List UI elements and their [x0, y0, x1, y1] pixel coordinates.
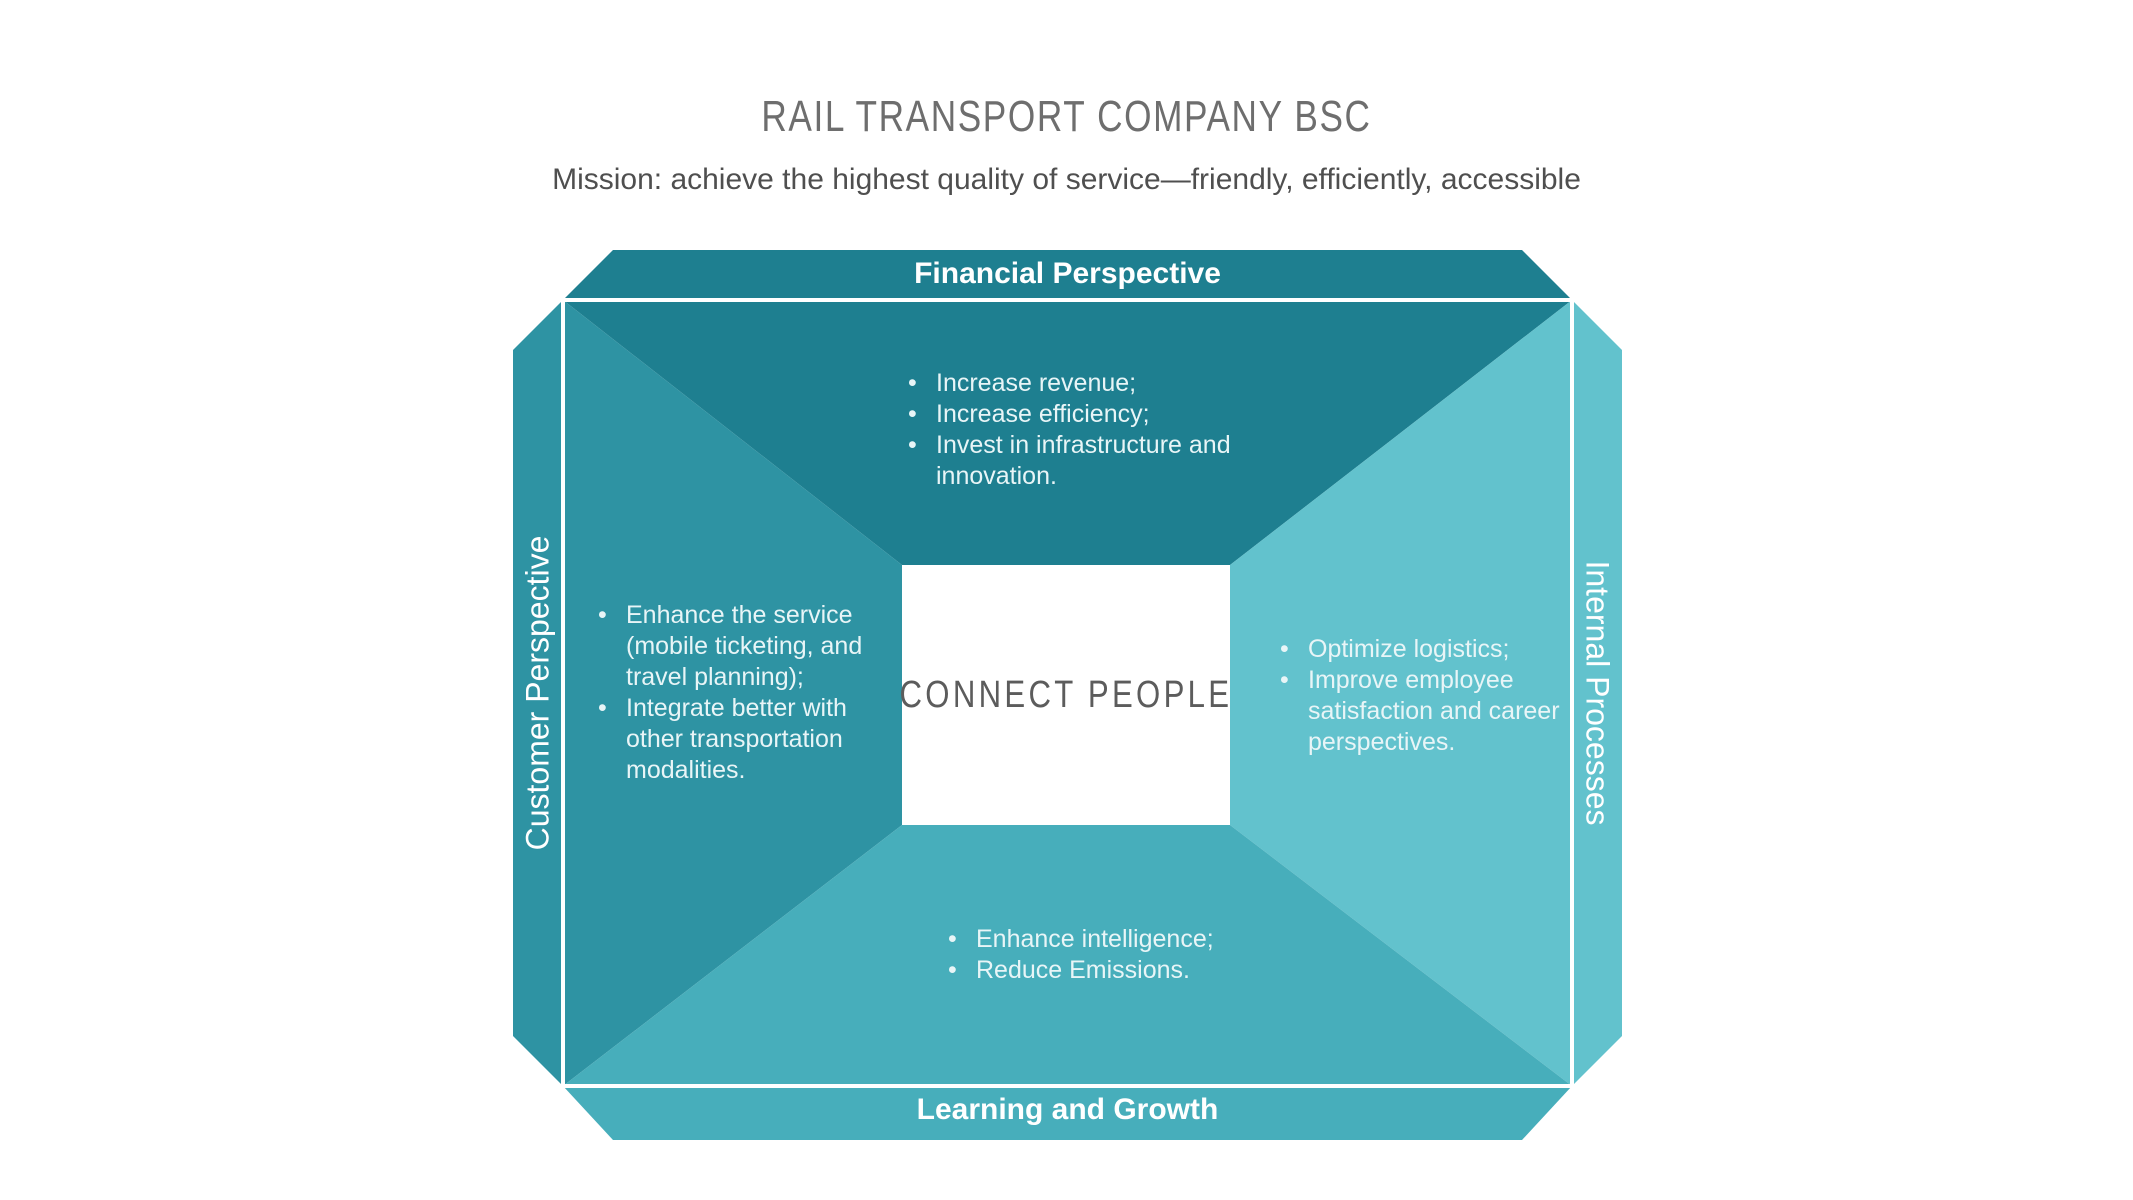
customer-panel-shape	[563, 300, 902, 1086]
bullet-text: Increase revenue;	[936, 369, 1137, 397]
bullet-dot	[908, 368, 936, 399]
internal-panel-shape	[1230, 300, 1572, 1086]
bullet-dot	[1280, 634, 1308, 665]
financial-objectives-list: Increase revenue; Increase efficiency; I…	[908, 368, 1266, 492]
internal-objectives-list: Optimize logistics; Improve employee sat…	[1280, 634, 1578, 758]
bullet-text: Reduce Emissions.	[976, 956, 1190, 984]
list-item: Reduce Emissions.	[948, 955, 1214, 986]
list-item: Integrate better with other transportati…	[598, 693, 876, 786]
customer-objectives-list: Enhance the service (mobile ticketing, a…	[598, 600, 876, 786]
list-item: Increase efficiency;	[908, 399, 1266, 430]
bullet-dot	[948, 924, 976, 955]
financial-panel-shape	[563, 300, 1572, 565]
customer-perspective-label: Customer Perspective	[519, 535, 556, 851]
list-item: Enhance the service (mobile ticketing, a…	[598, 600, 876, 693]
bullet-dot	[1280, 665, 1308, 758]
learning-band-shape	[563, 1086, 1572, 1140]
list-item: Optimize logistics;	[1280, 634, 1578, 665]
bullet-dot	[908, 430, 936, 492]
page-title: RAIL TRANSPORT COMPANY BSC	[761, 92, 1372, 141]
list-item: Increase revenue;	[908, 368, 1266, 399]
bullet-text: Integrate better with other transportati…	[626, 694, 847, 784]
center-box-label: CONNECT PEOPLE	[899, 565, 1233, 825]
connect-people-text: CONNECT PEOPLE	[899, 673, 1233, 716]
bullet-text: Increase efficiency;	[936, 400, 1150, 428]
financial-perspective-label: Financial Perspective	[914, 257, 1221, 290]
learning-growth-label: Learning and Growth	[916, 1093, 1219, 1126]
bullet-text: Enhance the service (mobile ticketing, a…	[626, 601, 863, 691]
customer-band-shape	[513, 300, 563, 1086]
learning-panel-shape	[563, 825, 1572, 1086]
bullet-text: Invest in infrastructure and innovation.	[936, 431, 1231, 490]
list-item: Improve employee satisfaction and career…	[1280, 665, 1578, 758]
list-item: Enhance intelligence;	[948, 924, 1214, 955]
center-box	[902, 565, 1230, 825]
bullet-text: Optimize logistics;	[1308, 635, 1510, 663]
internal-band-shape	[1572, 300, 1622, 1086]
learning-objectives-list: Enhance intelligence; Reduce Emissions.	[948, 924, 1214, 986]
bullet-text: Improve employee satisfaction and career…	[1308, 666, 1560, 756]
financial-band-shape	[563, 250, 1572, 300]
list-item: Invest in infrastructure and innovation.	[908, 430, 1266, 492]
bullet-dot	[598, 693, 626, 786]
bullet-dot	[908, 399, 936, 430]
bullet-text: Enhance intelligence;	[976, 925, 1214, 953]
bullet-dot	[948, 955, 976, 986]
internal-processes-label: Internal Processes	[1579, 560, 1616, 826]
mission-statement: Mission: achieve the highest quality of …	[552, 163, 1581, 196]
bullet-dot	[598, 600, 626, 693]
